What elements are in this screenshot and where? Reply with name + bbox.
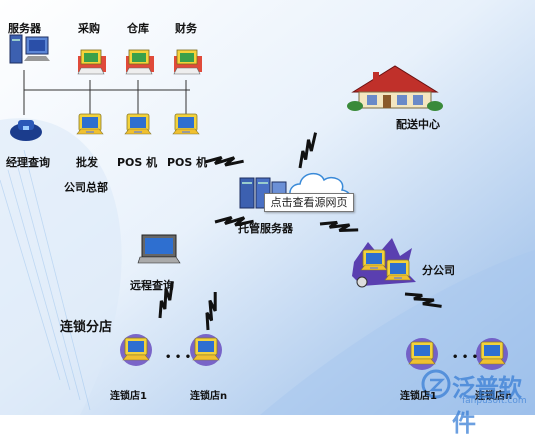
brand-logo-icon bbox=[421, 369, 451, 399]
branch-store1-label: 连锁店1 bbox=[400, 391, 437, 402]
manager-query-label: 经理查询 bbox=[6, 156, 50, 169]
network-diagram bbox=[0, 0, 535, 415]
wholesale-label: 批发 bbox=[76, 156, 98, 169]
server-icon bbox=[9, 34, 50, 64]
branch-storen-pc-icon bbox=[475, 337, 509, 371]
chain-storen-label: 连锁店n bbox=[190, 391, 228, 402]
remote-query-label: 远程查询 bbox=[130, 279, 174, 292]
pos1-pc-icon bbox=[124, 113, 152, 135]
pos1-label: POS 机 bbox=[117, 156, 158, 169]
laptop-icon bbox=[137, 234, 181, 264]
hq-title: 公司总部 bbox=[64, 181, 108, 194]
bg-swoosh-2 bbox=[260, 250, 535, 415]
branch-storen-label: 连锁店n bbox=[475, 391, 513, 402]
chain-store1-label: 连锁店1 bbox=[110, 391, 147, 402]
wholesale-pc-icon bbox=[76, 113, 104, 135]
chain-storen-pc-icon bbox=[189, 333, 223, 367]
pos2-label: POS 机 bbox=[167, 156, 208, 169]
house-icon bbox=[347, 65, 443, 111]
chain-ellipsis: • • • bbox=[165, 352, 192, 363]
hosting-server-label: 托管服务器 bbox=[238, 222, 293, 235]
finance-label: 财务 bbox=[175, 22, 197, 35]
chain-store1-pc-icon bbox=[119, 333, 153, 367]
branch-title: 分公司 bbox=[422, 264, 455, 277]
branch-office-icon bbox=[352, 238, 416, 288]
hq-lan-lines bbox=[23, 70, 190, 115]
server-label: 服务器 bbox=[8, 22, 41, 35]
purchase-label: 采购 bbox=[78, 22, 100, 35]
view-source-tooltip[interactable]: 点击查看源网页 bbox=[264, 193, 354, 212]
distribution-center-label: 配送中心 bbox=[396, 118, 440, 131]
chain-title: 连锁分店 bbox=[60, 320, 113, 335]
branch-ellipsis: • • • bbox=[452, 352, 479, 363]
watermark-url: fanpusoft.com bbox=[462, 396, 527, 406]
bg-swoosh bbox=[0, 118, 122, 415]
warehouse-label: 仓库 bbox=[127, 22, 149, 35]
pos2-pc-icon bbox=[172, 113, 200, 135]
phone-icon bbox=[10, 120, 42, 141]
branch-store1-pc-icon bbox=[405, 337, 439, 371]
